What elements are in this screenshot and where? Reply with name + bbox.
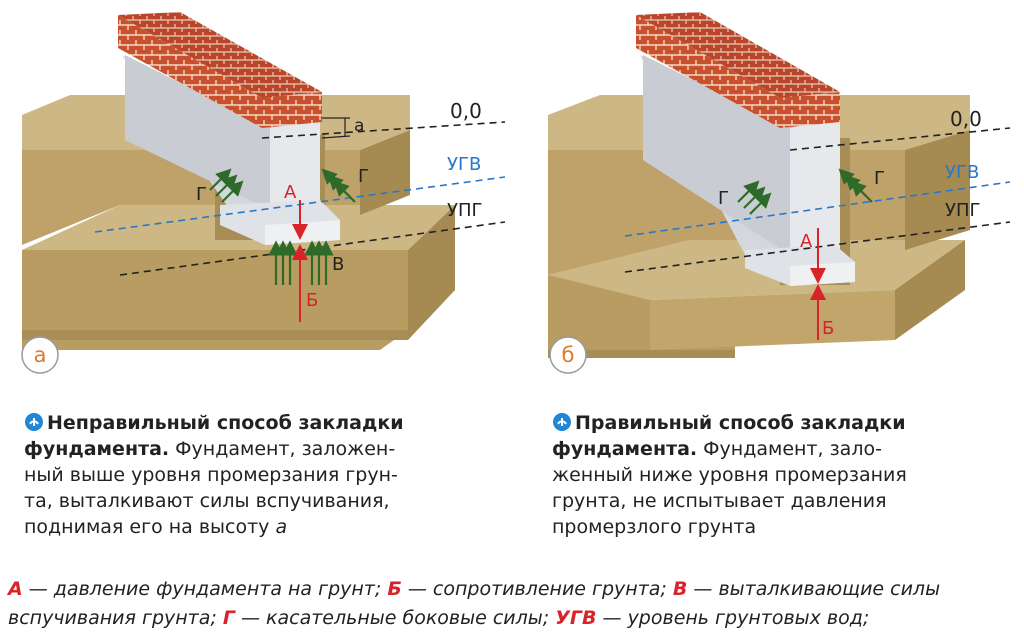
label-upg-b: УПГ — [945, 200, 980, 221]
panel-letter-a: а — [34, 343, 47, 367]
soil-lower-side-a — [408, 205, 455, 340]
legend: А — давление фундамента на грунт; Б — со… — [8, 575, 1018, 633]
brick-wall-front-a — [262, 92, 322, 128]
legend-g-key: Г — [222, 607, 235, 629]
legend-a-key: А — [8, 578, 23, 600]
level-0-line-a — [261, 121, 506, 139]
legend-ugv-key: УГВ — [555, 607, 597, 629]
brick-wall-top-b — [636, 12, 840, 98]
label-zero-b: 0,0 — [950, 107, 982, 131]
brick-wall-top-a — [118, 12, 322, 98]
brick-wall-side-a — [118, 15, 262, 128]
label-G-right-b: Г — [874, 168, 885, 189]
label-zero-a: 0,0 — [450, 99, 482, 123]
label-G-right-a: Г — [358, 166, 369, 187]
legend-v-key: В — [672, 578, 688, 600]
soil-upper-side-a — [360, 130, 410, 215]
label-A-a: А — [284, 182, 297, 203]
info-arrow-icon — [25, 413, 43, 431]
caption-b-line1: Фундамент, зало- — [697, 438, 882, 460]
soil-upper-side-b — [905, 130, 970, 250]
legend-ugv-text: — уровень грунтовых вод; — [596, 607, 870, 629]
brick-wall-front-b — [780, 92, 840, 128]
foundation-diagram: 0,0 УГВ УПГ а А Б В Г Г а — [21, 12, 1011, 374]
caption-incorrect: Неправильный способ закладки фундамента.… — [24, 410, 464, 540]
caption-b-line3: грунта, не испытывает давления — [552, 490, 887, 512]
soil-lower-side-b — [895, 240, 965, 340]
legend-b-key: Б — [387, 578, 402, 600]
label-B-b: Б — [822, 318, 834, 339]
label-V-a: В — [332, 254, 344, 275]
label-B-a: Б — [306, 290, 318, 311]
panel-a: 0,0 УГВ УПГ а А Б В Г Г а — [21, 12, 506, 374]
caption-a-line4: поднимая его на высоту — [24, 516, 276, 538]
label-a-dim: а — [354, 116, 364, 136]
legend-v-text: — выталкивающие силы вспучивания грунта; — [8, 578, 941, 629]
panel-letter-b: б — [562, 343, 575, 367]
legend-a-text: — давление фундамента на грунт; — [22, 578, 388, 600]
panel-letter-circle-b — [549, 336, 587, 374]
label-G-left-a: Г — [196, 184, 207, 205]
label-upg-a: УПГ — [447, 200, 482, 221]
info-arrow-icon — [553, 413, 571, 431]
caption-a-bold: Неправильный способ закладки фундамента. — [24, 412, 404, 460]
legend-g-text: — касательные боковые силы; — [234, 607, 556, 629]
caption-a-italic: а — [275, 516, 288, 538]
caption-a-line2: ный выше уровня промерзания грун- — [24, 464, 398, 486]
label-A-b: А — [800, 231, 813, 252]
panel-b: 0,0 УГВ УПГ А Б Г Г б — [548, 12, 1011, 374]
panel-letter-circle-a — [21, 336, 59, 374]
level-0-line-b — [789, 127, 1011, 151]
caption-b-line4: промерзлого грунта — [552, 516, 757, 538]
caption-correct: Правильный способ закладки фундамента. Ф… — [552, 410, 992, 540]
label-G-left-b: Г — [718, 188, 729, 209]
caption-a-line3: та, выталкивают силы вспучивания, — [24, 490, 390, 512]
ugv-line-b — [624, 181, 1011, 237]
brick-wall-side-b — [636, 15, 780, 128]
legend-b-text: — сопротивление грунта; — [401, 578, 673, 600]
caption-b-bold: Правильный способ закладки фундамента. — [552, 412, 906, 460]
caption-a-line1: Фундамент, заложен- — [169, 438, 396, 460]
caption-b-line2: женный ниже уровня промерзания — [552, 464, 907, 486]
label-ugv-b: УГВ — [945, 162, 979, 183]
label-ugv-a: УГВ — [447, 154, 481, 175]
